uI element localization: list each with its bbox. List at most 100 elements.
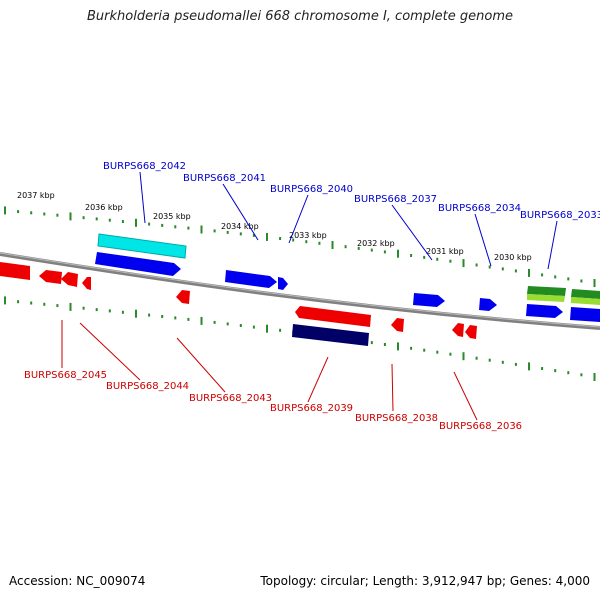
tick-mark [488,265,491,269]
tick-mark [148,222,151,226]
tick-mark [462,352,465,361]
tick-mark [397,342,399,351]
gene-arrow[interactable] [0,262,30,280]
gene-arrow[interactable] [413,293,445,307]
gene-label[interactable]: BURPS668_2034 [438,203,521,214]
chromosome-backbone [0,252,600,330]
gene-arrow[interactable] [391,318,404,332]
tick-mark [475,263,478,267]
minus-strand-genes [0,262,477,346]
gene-arrow[interactable] [39,270,62,284]
gene-label[interactable]: BURPS668_2040 [270,184,353,195]
kbp-label: 2032 kbp [357,239,395,248]
gene-label[interactable]: BURPS668_2038 [355,413,438,424]
tick-mark [43,212,46,216]
gene-dark[interactable] [292,324,369,346]
tick-mark [239,232,242,236]
tick-mark [30,211,33,215]
tick-mark [410,346,413,350]
tick-mark [213,229,216,233]
tick-mark [370,341,373,345]
tick-mark [174,316,177,320]
gene-highlight-cyan[interactable] [97,233,187,259]
tick-mark [528,268,530,277]
tick-mark [554,369,557,373]
tick-mark [252,325,255,329]
tick-mark [200,316,203,325]
gene-label[interactable]: BURPS668_2043 [189,393,272,404]
tick-mark [279,237,282,240]
kbp-label: 2033 kbp [289,231,327,240]
tick-mark [135,218,137,227]
topology-text: Topology: circular; Length: 3,912,947 bp… [260,574,590,588]
gene-labels-bottom: BURPS668_2045 BURPS668_2044 BURPS668_204… [24,370,522,432]
gene-arrow[interactable] [452,323,464,337]
kbp-scale: 2037 kbp 2036 kbp 2035 kbp 2034 kbp 2033… [17,191,532,262]
tick-mark [397,249,399,258]
tick-mark [580,373,583,377]
tick-mark [423,255,426,259]
gene-label[interactable]: BURPS668_2037 [354,194,437,205]
tick-mark [501,360,504,364]
gene-label[interactable]: BURPS668_2039 [270,403,353,414]
tick-mark [554,275,557,279]
tick-mark [383,343,386,346]
gene-labels-top: BURPS668_2042 BURPS668_2041 BURPS668_204… [103,161,600,221]
tick-mark [56,213,59,217]
tick-mark [174,225,177,229]
tick-mark [488,358,491,362]
tick-mark [436,350,439,354]
outer-tick-track [4,206,596,287]
tick-mark [541,367,544,370]
tick-mark [226,230,229,234]
tick-mark [161,223,164,227]
tick-mark [95,217,98,221]
tick-mark [370,248,373,252]
gene-label[interactable]: BURPS668_2036 [439,421,522,432]
tick-mark [514,362,517,366]
tick-mark [567,277,570,281]
gene-arrow[interactable] [95,252,181,276]
tick-mark [187,226,190,230]
gene-arrow[interactable] [82,277,91,290]
tick-mark [17,210,20,214]
gene-arrow[interactable] [61,272,78,287]
tick-mark [4,296,6,305]
tick-mark [423,348,426,352]
tick-mark [383,250,386,254]
tick-mark [226,322,229,326]
gene-label[interactable]: BURPS668_2042 [103,161,186,172]
tick-mark [528,362,530,371]
tick-mark [43,302,46,306]
gene-arrow[interactable] [278,277,288,290]
gene-arrow[interactable] [225,270,277,288]
gene-arrow[interactable] [295,306,371,327]
gene-arrow[interactable] [176,290,190,304]
tick-mark [266,324,268,333]
tick-mark [436,257,439,261]
tick-mark [292,238,295,242]
kbp-label: 2037 kbp [17,191,55,200]
tick-mark [108,309,111,313]
gene-label[interactable]: BURPS668_2044 [106,381,189,392]
gene-label[interactable]: BURPS668_2045 [24,370,107,381]
gene-arrow[interactable] [570,307,600,322]
rna-feature[interactable] [527,294,565,302]
tick-mark [331,241,334,249]
rna-feature[interactable] [571,297,600,305]
rna-feature[interactable] [527,286,566,296]
rna-feature[interactable] [571,289,600,299]
tick-mark [266,232,268,241]
tick-mark [318,241,321,245]
tick-mark [69,212,72,221]
tick-mark [69,302,72,311]
tick-mark [213,320,216,324]
gene-arrow[interactable] [465,325,477,339]
gene-arrow[interactable] [526,304,563,318]
tick-mark [135,309,137,318]
gene-label[interactable]: BURPS668_2041 [183,173,266,184]
gene-arrow[interactable] [479,298,497,311]
gene-label[interactable]: BURPS668_2033 [520,210,600,221]
tick-mark [56,304,59,308]
